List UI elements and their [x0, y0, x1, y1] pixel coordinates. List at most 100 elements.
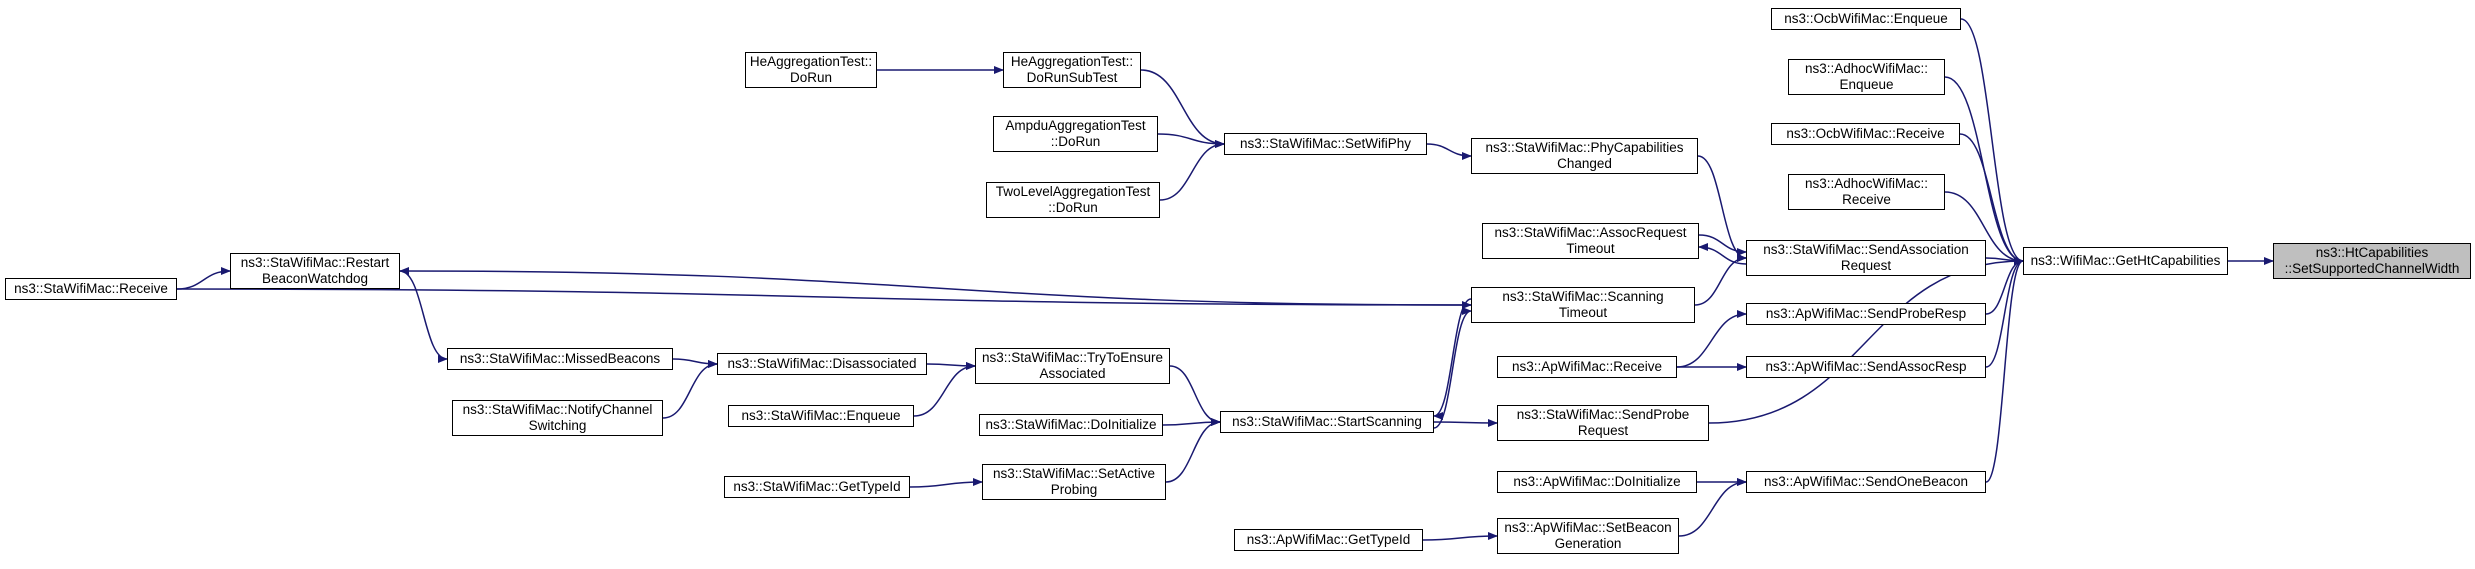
node-label: Timeout: [1566, 241, 1615, 256]
node-set-wifi-phy[interactable]: ns3::StaWifiMac::SetWifiPhy: [1224, 133, 1427, 155]
node-label: Receive: [1842, 192, 1891, 207]
node-sta-enq[interactable]: ns3::StaWifiMac::Enqueue: [728, 405, 914, 427]
edge-sta-typeid-to-set-active: [909, 478, 983, 488]
edge-send-assoc-resp-to-getht: [1985, 257, 2024, 368]
node-label: ns3::StaWifiMac::SendProbe: [1516, 407, 1690, 422]
node-label: ns3::StaWifiMac::Receive: [14, 281, 168, 296]
node-ap-typeid[interactable]: ns3::ApWifiMac::GetTypeId: [1234, 529, 1423, 551]
node-ap-recv[interactable]: ns3::ApWifiMac::Receive: [1497, 356, 1677, 378]
node-label: Probing: [1050, 482, 1098, 497]
node-adhoc-recv[interactable]: ns3::AdhocWifiMac::Receive: [1788, 174, 1945, 210]
node-label: ns3::StaWifiMac::GetTypeId: [733, 479, 901, 494]
node-label: ns3::AdhocWifiMac::: [1804, 176, 1929, 191]
edge-send-assoc-req-to-assoc-timeout: [1698, 243, 1747, 265]
node-ocb-enq[interactable]: ns3::OcbWifiMac::Enqueue: [1771, 8, 1961, 30]
node-label: ns3::StaWifiMac::Restart: [240, 255, 390, 270]
node-label: DoRunSubTest: [1026, 70, 1118, 85]
edge-assoc-timeout-to-send-assoc-req: [1698, 234, 1747, 256]
edge-scan-timeout-to-restart: [399, 267, 1472, 306]
node-send-probe-resp[interactable]: ns3::ApWifiMac::SendProbeResp: [1746, 303, 1986, 325]
node-ht-set: ns3::HtCapabilities::SetSupportedChannel…: [2273, 243, 2471, 279]
node-label: ::DoRun: [1048, 200, 1098, 215]
node-label: HeAggregationTest::: [1010, 54, 1134, 69]
node-label: ns3::StaWifiMac::MissedBeacons: [459, 351, 661, 366]
node-sta-recv[interactable]: ns3::StaWifiMac::Receive: [5, 278, 177, 300]
edge-start-scan-to-send-probe-req: [1433, 418, 1498, 427]
node-missed[interactable]: ns3::StaWifiMac::MissedBeacons: [447, 348, 673, 370]
node-send-assoc-resp[interactable]: ns3::ApWifiMac::SendAssocResp: [1746, 356, 1986, 378]
node-label: ns3::StaWifiMac::DoInitialize: [985, 417, 1157, 432]
node-label: AmpduAggregationTest: [1005, 118, 1146, 133]
edge-ocb-enq-to-getht: [1960, 18, 2024, 265]
node-label: ns3::OcbWifiMac::Receive: [1786, 126, 1945, 141]
edge-scan-timeout-to-start-scan: [1433, 298, 1472, 420]
node-sta-typeid[interactable]: ns3::StaWifiMac::GetTypeId: [724, 476, 910, 498]
node-label: Changed: [1557, 156, 1612, 171]
edge-ap-typeid-to-set-beacon-gen: [1422, 532, 1498, 541]
node-disassoc[interactable]: ns3::StaWifiMac::Disassociated: [717, 353, 927, 375]
node-label: ns3::HtCapabilities: [2315, 245, 2429, 260]
node-label: ns3::StaWifiMac::TryToEnsure: [981, 350, 1164, 365]
node-label: ns3::StaWifiMac::SendAssociation: [1763, 242, 1969, 257]
edge-scan-timeout-to-send-assoc-req: [1694, 254, 1747, 306]
edge-he-subtest-to-set-wifi-phy: [1140, 69, 1225, 148]
node-label: BeaconWatchdog: [261, 271, 369, 286]
edge-restart-to-missed: [399, 270, 448, 363]
node-label: ns3::ApWifiMac::SetBeacon: [1504, 520, 1672, 535]
node-he-subtest[interactable]: HeAggregationTest::DoRunSubTest: [1003, 52, 1141, 88]
edge-notify-to-disassoc: [662, 360, 718, 419]
node-sta-doinit[interactable]: ns3::StaWifiMac::DoInitialize: [979, 414, 1163, 436]
node-label: ns3::StaWifiMac::Scanning: [1502, 289, 1664, 304]
node-label: ns3::StaWifiMac::NotifyChannel: [462, 402, 653, 417]
edge-set-beacon-gen-to-send-one-beacon: [1678, 478, 1747, 537]
node-label: ns3::StaWifiMac::PhyCapabilities: [1485, 140, 1684, 155]
node-send-one-beacon[interactable]: ns3::ApWifiMac::SendOneBeacon: [1746, 471, 1986, 493]
node-ap-doinit[interactable]: ns3::ApWifiMac::DoInitialize: [1497, 471, 1697, 493]
node-label: ns3::StaWifiMac::Disassociated: [727, 356, 917, 371]
node-label: ns3::WifiMac::GetHtCapabilities: [2030, 253, 2221, 268]
node-getht[interactable]: ns3::WifiMac::GetHtCapabilities: [2023, 247, 2228, 275]
node-label: ::SetSupportedChannelWidth: [2284, 261, 2460, 276]
node-label: DoRun: [789, 70, 833, 85]
edge-send-probe-req-to-getht: [1708, 257, 2024, 424]
edge-ocb-recv-to-getht: [1959, 133, 2024, 265]
node-label: TwoLevelAggregationTest: [995, 184, 1151, 199]
edge-ap-recv-to-send-probe-resp: [1676, 310, 1747, 368]
edge-try-ensure-to-start-scan: [1169, 365, 1221, 426]
node-label: ns3::ApWifiMac::SendProbeResp: [1765, 306, 1967, 321]
node-label: Generation: [1554, 536, 1622, 551]
edge-missed-to-disassoc: [672, 358, 718, 368]
node-label: ns3::StaWifiMac::Enqueue: [741, 408, 901, 423]
node-ampdu-dorun[interactable]: AmpduAggregationTest::DoRun: [993, 116, 1158, 152]
node-label: ns3::ApWifiMac::SendOneBeacon: [1763, 474, 1969, 489]
edge-set-active-to-start-scan: [1165, 418, 1221, 483]
edge-sta-enq-to-try-ensure: [913, 362, 976, 417]
node-start-scan[interactable]: ns3::StaWifiMac::StartScanning: [1220, 411, 1434, 433]
edge-send-one-beacon-to-getht: [1985, 257, 2024, 483]
edge-twolevel-dorun-to-set-wifi-phy: [1159, 140, 1225, 201]
node-twolevel-dorun[interactable]: TwoLevelAggregationTest::DoRun: [986, 182, 1160, 218]
node-label: Associated: [1039, 366, 1106, 381]
node-adhoc-enq[interactable]: ns3::AdhocWifiMac::Enqueue: [1788, 59, 1945, 95]
node-label: ns3::ApWifiMac::SendAssocResp: [1765, 359, 1967, 374]
node-label: ns3::StaWifiMac::SetWifiPhy: [1239, 136, 1412, 151]
edge-adhoc-recv-to-getht: [1944, 191, 2024, 265]
node-label: ::DoRun: [1050, 134, 1101, 149]
node-label: Request: [1577, 423, 1629, 438]
node-ocb-recv[interactable]: ns3::OcbWifiMac::Receive: [1771, 123, 1960, 145]
edge-start-scan-to-scan-timeout: [1433, 307, 1472, 429]
node-label: ns3::StaWifiMac::AssocRequest: [1494, 225, 1687, 240]
node-label: ns3::StaWifiMac::StartScanning: [1232, 414, 1422, 429]
node-he-dorun[interactable]: HeAggregationTest::DoRun: [745, 52, 877, 88]
